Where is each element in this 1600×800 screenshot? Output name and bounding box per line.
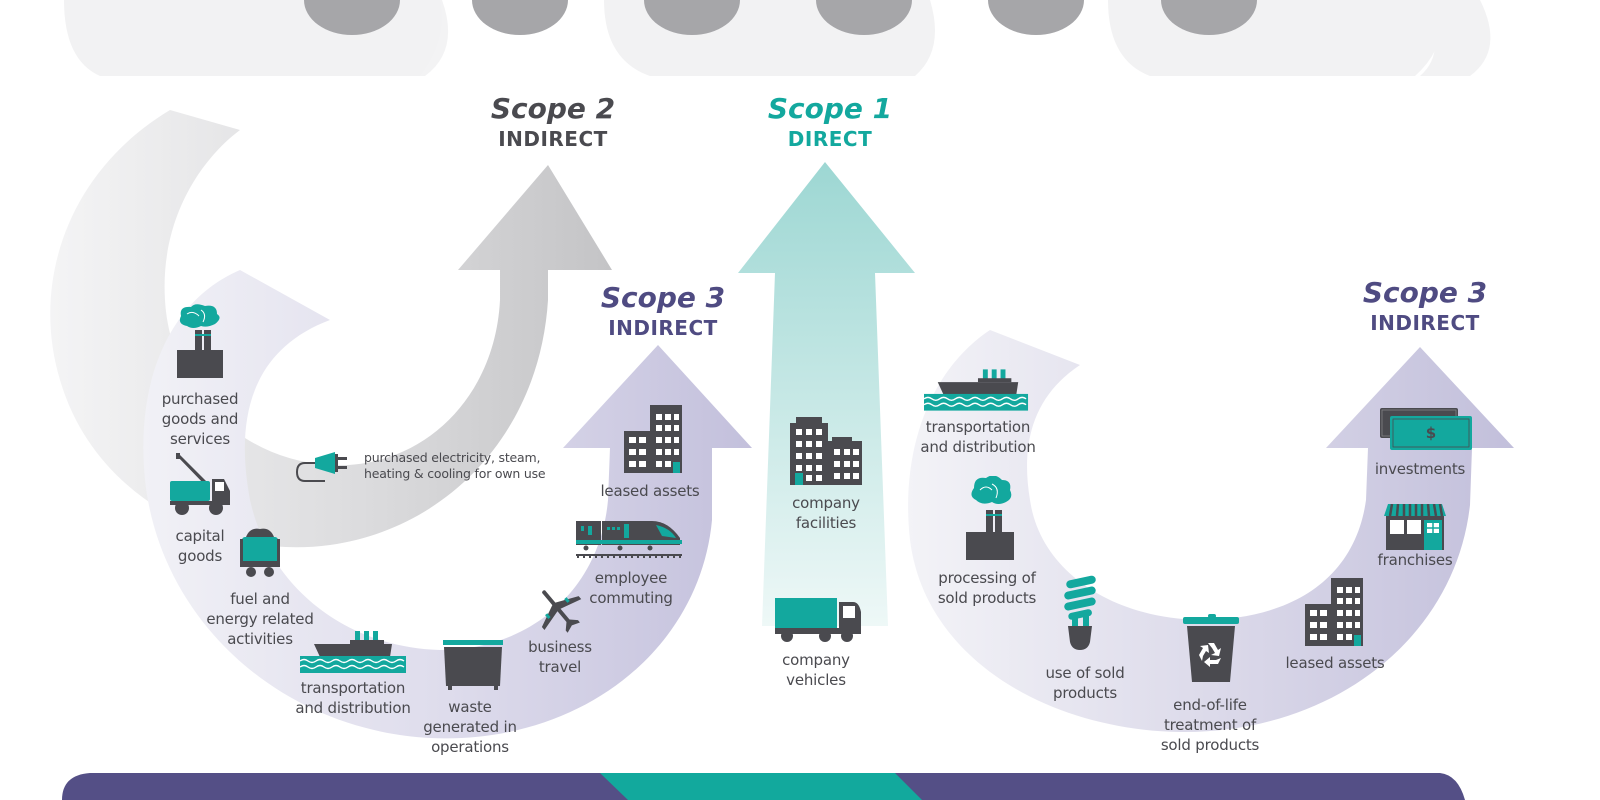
office-building-icon	[1305, 578, 1363, 646]
label-fuel-energy: fuel and energy related activities	[206, 590, 314, 648]
office-building-icon	[790, 417, 862, 485]
label-employee-commuting: employee commuting	[589, 569, 673, 607]
bottom-band-purple-left	[62, 773, 640, 800]
cloud-shape	[1108, 0, 1443, 76]
label-waste: waste generated in operations	[423, 698, 517, 756]
ship-icon	[300, 631, 406, 673]
factory-icon	[177, 304, 223, 378]
label-end-of-life: end-of-life treatment of sold products	[1160, 696, 1260, 754]
scope3-downstream-kind: INDIRECT	[1370, 311, 1480, 335]
scope2-title: Scope 2 INDIRECT	[478, 92, 628, 152]
label-transportation-downstream: transportation and distribution	[920, 418, 1036, 456]
label-franchises: franchises	[1377, 551, 1453, 569]
cloud-circle	[816, 0, 912, 35]
recycle-bin-icon	[1183, 614, 1239, 682]
scope3-upstream-name: Scope 3	[600, 281, 726, 314]
storefront-icon	[1384, 504, 1446, 550]
scope3-downstream-name: Scope 3	[1362, 276, 1488, 309]
cloud-shape	[1420, 0, 1491, 76]
money-icon: $	[1378, 408, 1474, 452]
train-icon	[576, 521, 682, 558]
truck-icon	[775, 598, 861, 642]
lightbulb-icon	[1064, 575, 1096, 650]
label-capital-goods: capital goods	[175, 527, 225, 565]
label-processing-sold: processing of sold products	[937, 569, 1037, 607]
label-leased-assets-downstream: leased assets	[1285, 654, 1385, 672]
office-building-icon	[624, 405, 682, 473]
cloud-strip	[64, 0, 1491, 76]
label-purchased-goods: purchased goods and services	[161, 390, 239, 448]
scope3-downstream-title: Scope 3 INDIRECT	[1350, 276, 1500, 336]
dumpster-icon	[443, 640, 503, 690]
label-use-of-sold: use of sold products	[1045, 664, 1125, 702]
scope2-name: Scope 2	[490, 92, 616, 125]
bottom-band	[62, 773, 1465, 800]
ship-icon	[924, 369, 1029, 411]
cloud-circle	[1161, 0, 1257, 35]
plug-icon	[295, 452, 347, 482]
scope1-name: Scope 1	[767, 92, 893, 125]
bottom-band-teal	[600, 773, 925, 800]
label-investments: investments	[1374, 460, 1466, 478]
label-business-travel: business travel	[528, 638, 592, 676]
scope1-arrow	[738, 162, 915, 626]
coal-cart-icon	[240, 528, 280, 577]
cloud-circle	[472, 0, 568, 35]
money-symbol: $	[1425, 424, 1437, 442]
label-purchased-electricity: purchased electricity, steam, heating & …	[364, 450, 546, 481]
cloud-circle	[644, 0, 740, 35]
label-leased-assets-upstream: leased assets	[600, 482, 700, 500]
label-transportation-upstream: transportation and distribution	[295, 679, 411, 717]
bottom-band-purple-right	[895, 773, 1465, 800]
cloud-circle	[304, 0, 400, 35]
crane-truck-icon	[170, 453, 230, 515]
scope3-upstream-arrow	[143, 270, 753, 739]
scope1-kind: DIRECT	[787, 127, 873, 151]
airplane-icon	[541, 590, 582, 633]
scope1-title: Scope 1 DIRECT	[755, 92, 905, 152]
cloud-circle	[988, 0, 1084, 35]
scope3-upstream-kind: INDIRECT	[608, 316, 718, 340]
scope2-kind: INDIRECT	[498, 127, 608, 151]
factory-icon	[966, 476, 1014, 560]
label-company-vehicles: company vehicles	[782, 651, 850, 689]
scope3-upstream-title: Scope 3 INDIRECT	[588, 281, 738, 341]
label-company-facilities: company facilities	[792, 494, 860, 532]
